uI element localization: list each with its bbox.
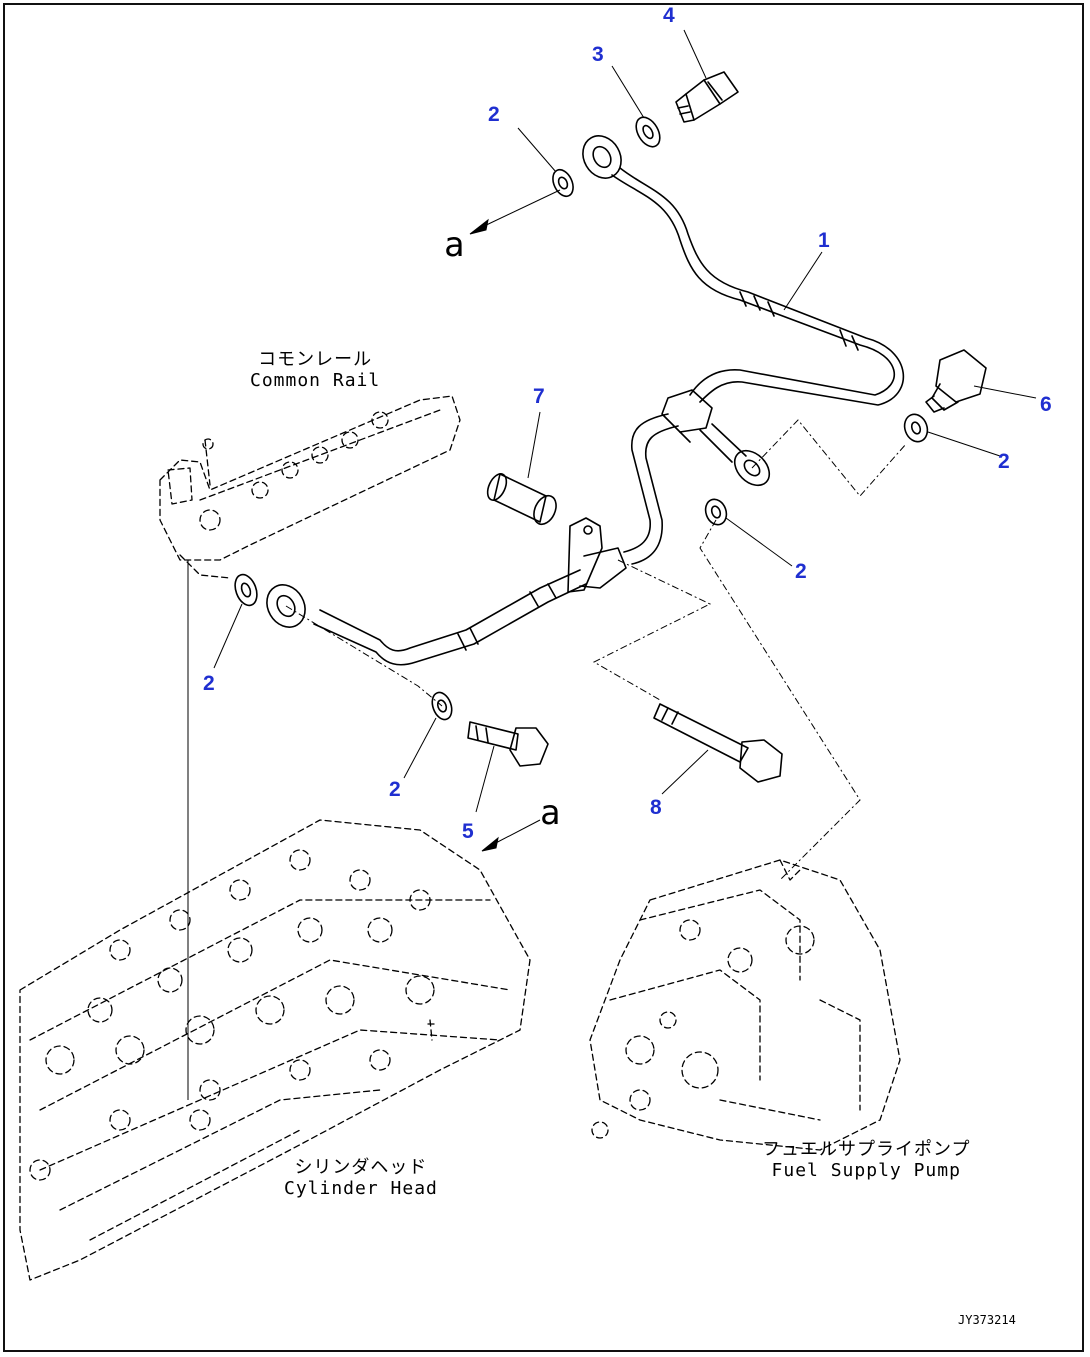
callout-4: 4 xyxy=(663,4,675,27)
view-ref-a-bottom: a xyxy=(540,793,561,833)
callout-2-right: 2 xyxy=(998,450,1010,473)
label-common-rail: コモンレール Common Rail xyxy=(250,349,381,391)
part-5-bolt xyxy=(467,721,549,767)
view-ref-a-top: a xyxy=(444,225,465,265)
part-2-washer-top xyxy=(552,168,574,198)
label-fuel-pump-en: Fuel Supply Pump xyxy=(771,1159,961,1181)
callout-2-middle: 2 xyxy=(795,560,807,583)
callout-2-left: 2 xyxy=(203,672,215,695)
callout-3: 3 xyxy=(592,43,604,66)
callout-1: 1 xyxy=(818,229,830,252)
label-common-rail-en: Common Rail xyxy=(250,369,381,391)
label-fuel-pump-jp: フュエルサプライポンプ xyxy=(762,1139,971,1160)
label-common-rail-jp: コモンレール xyxy=(258,349,373,370)
part-2-washer-left xyxy=(234,573,258,607)
callout-2-top: 2 xyxy=(488,103,500,126)
part-3-washer xyxy=(635,116,661,148)
callout-2-lower: 2 xyxy=(389,778,401,801)
label-fuel-supply-pump: フュエルサプライポンプ Fuel Supply Pump xyxy=(762,1139,971,1181)
label-cylinder-head-en: Cylinder Head xyxy=(284,1177,438,1199)
drawing-number: JY373214 xyxy=(958,1313,1016,1327)
callout-7: 7 xyxy=(533,385,545,408)
part-2-washer-middle xyxy=(704,498,728,526)
cylinder-head-outline xyxy=(19,819,531,1281)
part-2-washer-right xyxy=(903,413,929,443)
label-cylinder-head-jp: シリンダヘッド xyxy=(294,1157,428,1178)
part-4-sensor xyxy=(675,71,739,123)
label-cylinder-head: シリンダヘッド Cylinder Head xyxy=(284,1157,438,1199)
part-2-washer-lower xyxy=(431,691,453,721)
fuel-pump-outline xyxy=(589,859,901,1151)
callout-8: 8 xyxy=(650,796,662,819)
callout-5: 5 xyxy=(462,820,474,843)
part-6-fitting xyxy=(925,349,987,413)
part-1-fuel-pipe xyxy=(266,135,904,666)
leader-lines xyxy=(187,29,1037,1100)
callout-6: 6 xyxy=(1040,393,1052,416)
part-8-bolt xyxy=(653,703,783,783)
diagram-frame xyxy=(3,3,1084,1352)
center-lines xyxy=(285,419,907,881)
part-7-spacer xyxy=(486,473,557,526)
common-rail-outline xyxy=(159,395,461,579)
